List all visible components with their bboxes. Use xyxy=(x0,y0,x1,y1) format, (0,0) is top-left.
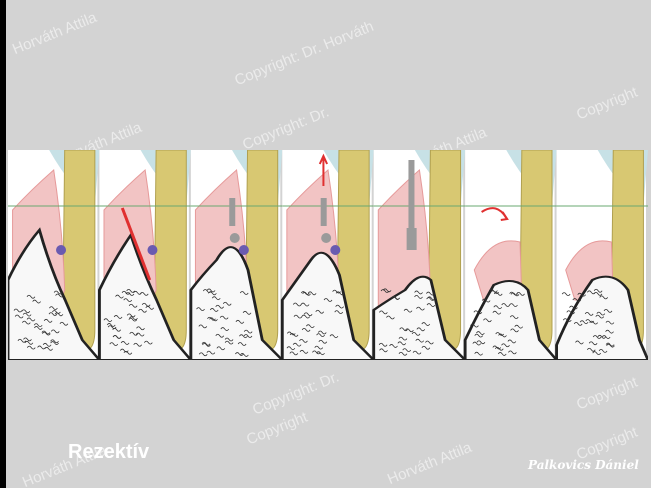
watermark: Copyright: Dr. xyxy=(240,103,331,153)
bur-tip xyxy=(407,228,417,250)
curette-tip xyxy=(230,233,240,243)
watermark: Horváth Attila xyxy=(385,439,474,488)
procedure-illustration-strip xyxy=(8,150,648,360)
panel-initial xyxy=(8,150,99,360)
curette-icon xyxy=(229,198,235,226)
calculus-deposit xyxy=(56,245,66,255)
watermark: Copyright: Dr. Horváth xyxy=(232,18,376,89)
calculus-deposit xyxy=(147,245,157,255)
panel-debridement xyxy=(282,150,373,360)
panel-flap-repositioning xyxy=(465,150,556,360)
left-edge-bar xyxy=(0,0,6,488)
curette-tip xyxy=(321,233,331,243)
calculus-deposit xyxy=(330,245,340,255)
watermark: Copyright xyxy=(574,84,640,124)
panel-scaling xyxy=(191,150,282,360)
curette-icon xyxy=(321,198,327,226)
panel-incision xyxy=(99,150,190,360)
panel-healing xyxy=(557,150,648,360)
watermark: Horváth Attila xyxy=(10,9,99,58)
calculus-deposit xyxy=(239,245,249,255)
bur-icon xyxy=(408,160,414,230)
panel-osteoplasty xyxy=(374,150,465,360)
author-signature: Palkovics Dániel xyxy=(528,458,639,472)
slide-caption: Rezektív xyxy=(68,441,149,464)
watermark: Copyright xyxy=(574,374,640,414)
